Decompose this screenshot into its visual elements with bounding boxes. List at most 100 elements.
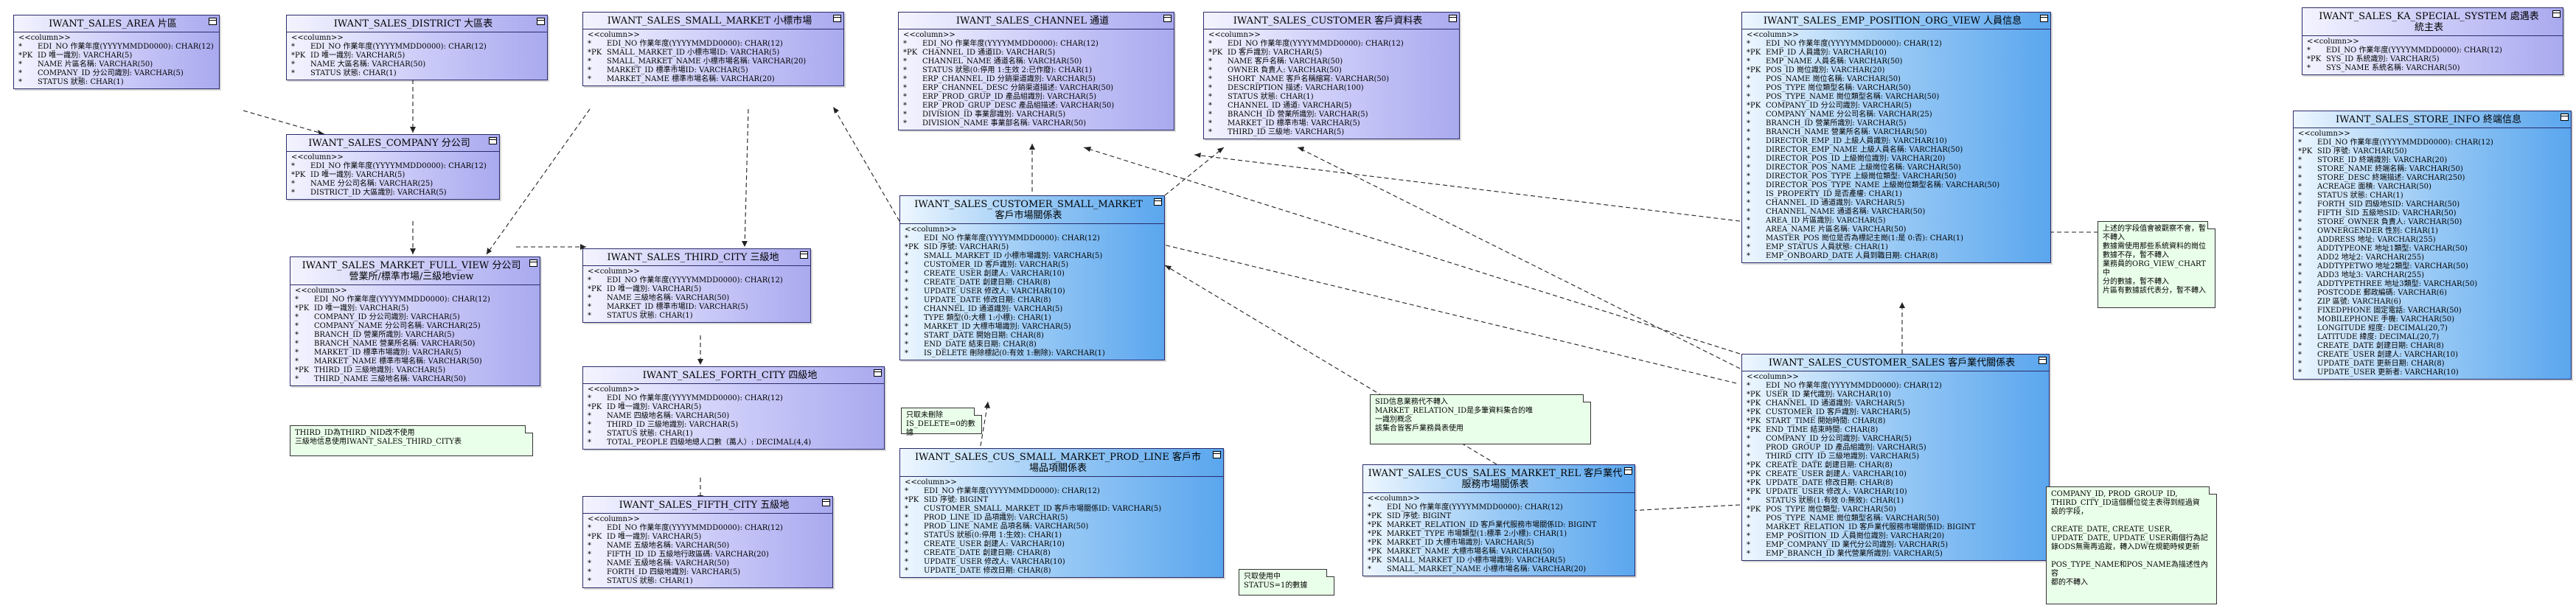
- column-row: *IS_DELETE 刪除標記(0:有效 1:刪除): VARCHAR(1): [905, 349, 1161, 358]
- entity-custsmall[interactable]: IWANT_SALES_CUSTOMER_SMALL_MARKET 客戶市場關係…: [899, 195, 1165, 360]
- column-marker: *PK: [1747, 66, 1761, 74]
- column-definition: NAME 五級地名稱: VARCHAR(50): [607, 542, 730, 550]
- entity-custsales[interactable]: IWANT_SALES_CUSTOMER_SALES 客戶業代關係表<<colu…: [1741, 354, 2050, 561]
- column-row: *DIRECTOR_EMP_ID 上級人員識別: VARCHAR(10): [1747, 137, 2047, 146]
- column-marker: *: [905, 531, 908, 540]
- column-definition: IS_PROPERTY_ID 是否產權: CHAR(1): [1766, 190, 1902, 198]
- column-marker: *: [2298, 254, 2302, 262]
- column-marker: *: [903, 93, 907, 101]
- stereotype-label: <<column>>: [1208, 31, 1261, 39]
- column-row: *UPDATE_DATE 修改日期: CHAR(8): [905, 567, 1220, 576]
- column-marker: *: [1747, 234, 1750, 242]
- column-row: *FIFTH_SID 五級地SID: VARCHAR(50): [2298, 209, 2568, 218]
- column-marker: *PK: [1747, 426, 1761, 434]
- column-definition: END_TIME 結束時間: CHAR(8): [1766, 426, 1879, 434]
- column-marker: *: [588, 577, 591, 585]
- column-marker: *: [905, 505, 908, 513]
- column-definition: NAME 客戶名稱: VARCHAR(50): [1228, 57, 1343, 66]
- column-marker: *: [2298, 324, 2302, 332]
- column-marker: *PK: [1368, 521, 1382, 529]
- column-row: *MASTER_POS 崗位是否為標記主崗(1:是 0:否): CHAR(1): [1747, 234, 2047, 243]
- column-marker: *: [2298, 139, 2302, 147]
- column-marker: *: [1208, 93, 1212, 101]
- column-marker: *: [2298, 218, 2302, 226]
- note-corner-icon: [525, 425, 533, 433]
- entity-fifth[interactable]: IWANT_SALES_FIFTH_CITY 五級地<<column>>*EDI…: [582, 496, 833, 588]
- column-definition: STATUS 狀態(1:有效 0:無效): CHAR(1): [1766, 497, 1904, 505]
- column-marker: *: [2307, 46, 2311, 55]
- entity-district[interactable]: IWANT_SALES_DISTRICT 大區表<<column>>*EDI_N…: [286, 15, 548, 80]
- entity-company[interactable]: IWANT_SALES_COMPANY 分公司<<column>>*EDI_NO…: [286, 134, 500, 200]
- column-row: *CREATE_USER 創建人: VARCHAR(10): [905, 270, 1161, 279]
- stereotype-label: <<column>>: [2307, 38, 2359, 46]
- column-definition: CREATE_USER 創建人: VARCHAR(10): [924, 270, 1065, 278]
- column-row: *EDI_NO 作業年度(YYYYMMDD0000): CHAR(12): [2307, 46, 2560, 55]
- column-marker: *: [588, 542, 591, 550]
- column-row: *DIRECTOR_POS_TYPE_NAME 上級崗位類型名稱: VARCHA…: [1747, 181, 2047, 190]
- column-marker: *: [291, 162, 295, 170]
- entity-body: <<column>>*EDI_NO 作業年度(YYYYMMDD0000): CH…: [583, 384, 884, 449]
- column-definition: START_DATE 開始日期: CHAR(8): [924, 332, 1044, 340]
- entity-forth[interactable]: IWANT_SALES_FORTH_CITY 四級地<<column>>*EDI…: [582, 366, 885, 450]
- column-marker: *: [1747, 172, 1750, 181]
- entity-storeinfo[interactable]: IWANT_SALES_STORE_INFO 終端信息<<column>>*ED…: [2293, 111, 2572, 380]
- stereotype-label: <<column>>: [905, 226, 957, 234]
- table-icon: [833, 15, 841, 22]
- entity-third[interactable]: IWANT_SALES_THIRD_CITY 三級地<<column>>*EDI…: [582, 248, 811, 323]
- column-definition: EMP_STATUS 人員狀態: CHAR(1): [1766, 243, 1888, 251]
- column-marker: *: [2298, 360, 2302, 368]
- column-definition: MARKET_NAME 標準市場名稱: VARCHAR(50): [314, 357, 482, 366]
- note-text: 只取使用中 STATUS=1的數據: [1244, 573, 1308, 590]
- column-definition: ID 唯一識別: VARCHAR(5): [314, 304, 409, 313]
- column-marker: *: [1208, 84, 1212, 92]
- column-definition: NAME 五級地名稱: VARCHAR(50): [607, 559, 730, 568]
- table-icon: [800, 251, 808, 259]
- column-marker: *PK: [588, 533, 602, 541]
- column-definition: CHANNEL_NAME 通道名稱: VARCHAR(50): [922, 57, 1082, 66]
- entity-marketrel[interactable]: IWANT_SALES_CUS_SALES_MARKET_REL 客戶業代 服務…: [1362, 464, 1635, 576]
- entity-channel[interactable]: IWANT_SALES_CHANNEL 通道<<column>>*EDI_NO …: [898, 12, 1174, 130]
- entity-area[interactable]: IWANT_SALES_AREA 片區<<column>>*EDI_NO 作業年…: [13, 15, 220, 89]
- column-definition: CREATE_USER 創建人: VARCHAR(10): [1766, 470, 1907, 478]
- column-marker: *PK: [1747, 488, 1761, 496]
- column-marker: *: [291, 60, 295, 69]
- column-marker: *PK: [1368, 512, 1382, 520]
- entity-title: IWANT_SALES_COMPANY 分公司: [287, 135, 499, 152]
- column-marker: *PK: [1747, 479, 1761, 487]
- column-marker: *: [905, 540, 908, 548]
- table-icon: [537, 18, 545, 25]
- column-marker: *: [905, 558, 908, 566]
- column-marker: *: [905, 487, 908, 495]
- entity-customer[interactable]: IWANT_SALES_CUSTOMER 客戶資料表<<column>>*EDI…: [1203, 12, 1460, 139]
- column-marker: *: [1747, 111, 1750, 119]
- entity-empview[interactable]: IWANT_SALES_EMP_POSITION_ORG_VIEW 人員信息<<…: [1741, 12, 2051, 263]
- column-row: *END_DATE 結束日期: CHAR(8): [905, 341, 1161, 349]
- column-row: *ADD2 地址2: VARCHAR(255): [2298, 254, 2568, 262]
- stereotype-label: <<column>>: [588, 385, 640, 394]
- entity-title: IWANT_SALES_AREA 片區: [14, 15, 219, 32]
- column-definition: BRANCH_ID 營業所識別: VARCHAR(5): [1228, 111, 1368, 119]
- column-row: *POS_TYPE_NAME 崗位類型名稱: VARCHAR(50): [1747, 514, 2046, 523]
- entity-fullview[interactable]: IWANT_SALES_MARKET_FULL_VIEW 分公司 營業所/標準市…: [290, 256, 540, 386]
- link-custsales-marketrel: [1599, 504, 1741, 513]
- column-definition: THIRD_ID 三級地: VARCHAR(5): [1228, 128, 1345, 136]
- link-custsales-channel: [1083, 147, 1741, 355]
- entity-kaspecial[interactable]: IWANT_SALES_KA_SPECIAL_SYSTEM 處遇表 統主表<<c…: [2302, 7, 2563, 75]
- stereotype-label: <<column>>: [291, 34, 344, 42]
- column-marker: *: [588, 524, 591, 532]
- column-marker: *: [905, 314, 908, 322]
- column-definition: ADD3 地址3: VARCHAR(255): [2317, 271, 2425, 279]
- column-row: *EDI_NO 作業年度(YYYYMMDD0000): CHAR(12): [2298, 139, 2568, 147]
- entity-prodline[interactable]: IWANT_SALES_CUS_SMALL_MARKET_PROD_LINE 客…: [899, 448, 1224, 578]
- entity-title: IWANT_SALES_EMP_POSITION_ORG_VIEW 人員信息: [1742, 13, 2050, 29]
- note-corner-icon: [974, 408, 982, 416]
- column-definition: MARKET_RELATION_ID 客戶業代服務市場關係ID: BIGINT: [1766, 523, 1976, 531]
- column-marker: *: [588, 66, 591, 74]
- column-definition: STATUS 狀態: CHAR(1): [38, 78, 124, 86]
- column-row: *MARKET_NAME 標準市場名稱: VARCHAR(20): [588, 75, 840, 84]
- entity-smallmarket[interactable]: IWANT_SALES_SMALL_MARKET 小標市場<<column>>*…: [582, 12, 844, 86]
